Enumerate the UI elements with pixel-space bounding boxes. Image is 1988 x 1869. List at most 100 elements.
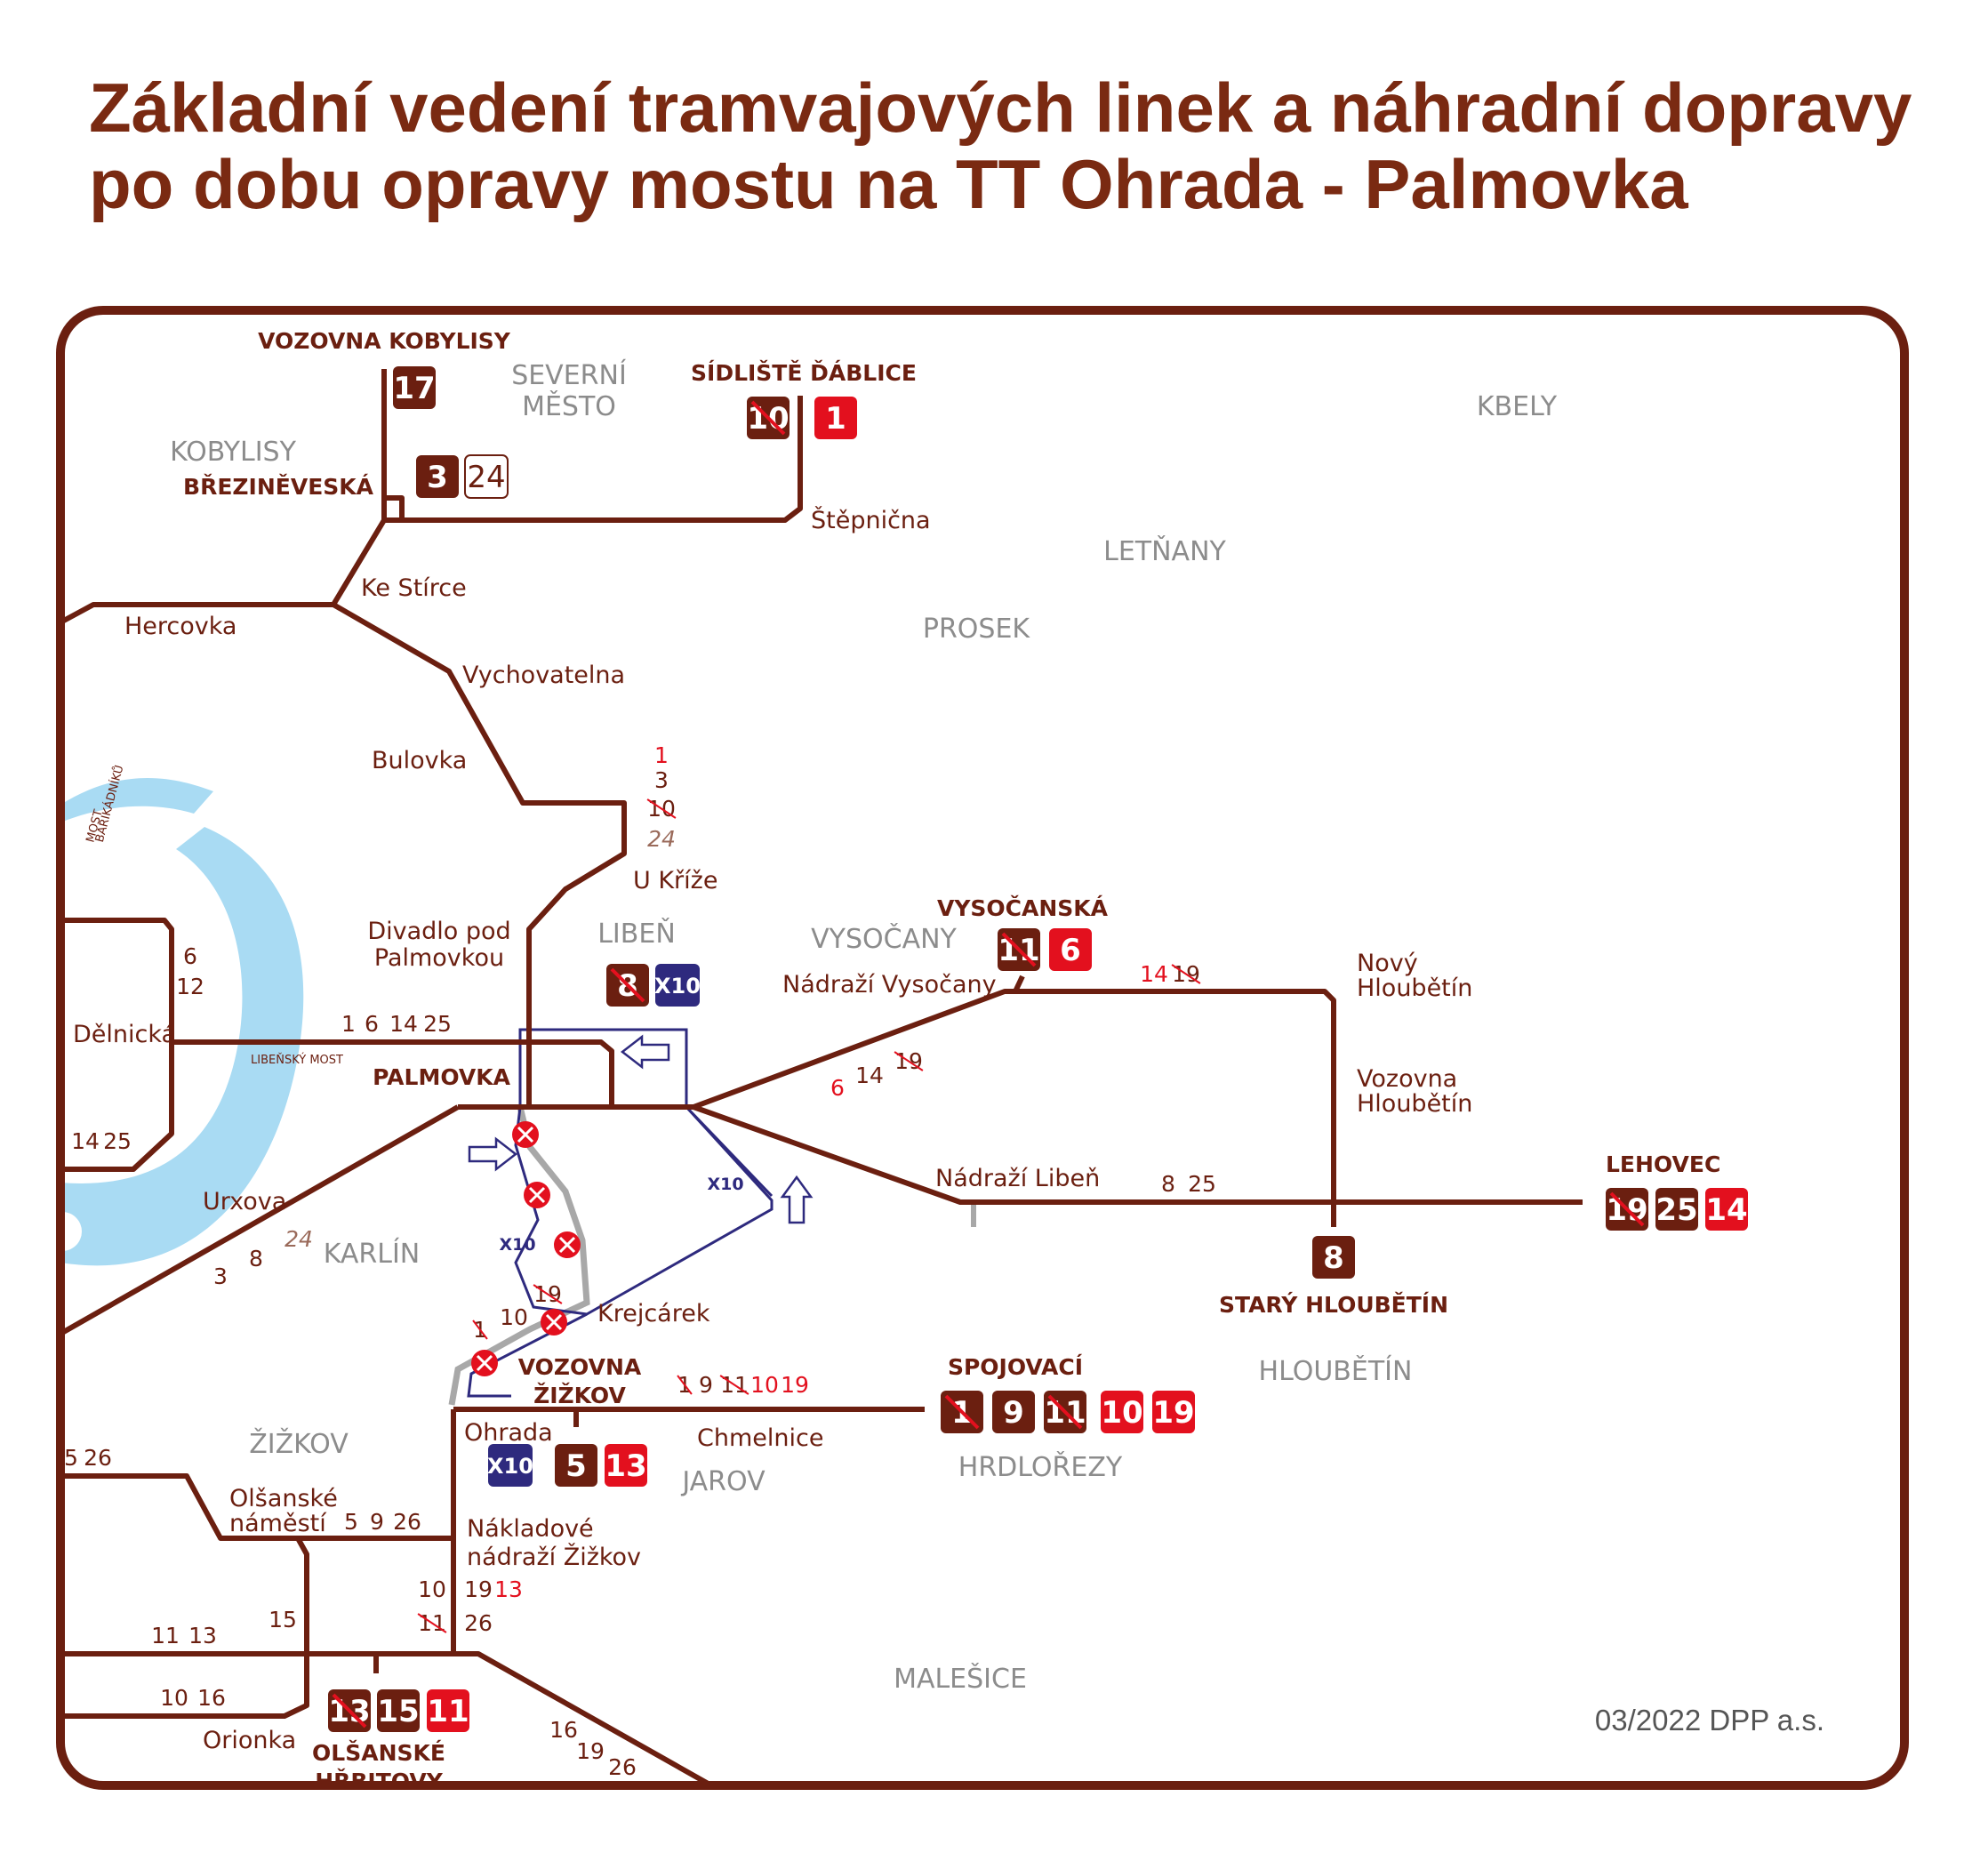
- line-badge-strike: [1001, 932, 1037, 967]
- line-badge: 13: [328, 1689, 371, 1732]
- terminal-label: OLŠANSKÉ: [312, 1739, 445, 1766]
- stop-label: Nový: [1357, 950, 1418, 977]
- line-badge-number: X10: [654, 974, 701, 999]
- stop-label: Vozovna: [1357, 1065, 1457, 1093]
- district-label: SEVERNÍ: [511, 359, 627, 391]
- stop-label: Hloubětín: [1357, 1090, 1472, 1118]
- map-frame: [56, 306, 1909, 1790]
- line-to-palmovka-north: [332, 602, 627, 1107]
- stop-label: Chmelnice: [697, 1424, 823, 1452]
- line-badge: 6: [1049, 928, 1092, 971]
- arrow-north-icon: [780, 1175, 814, 1224]
- line-badge: 8: [1312, 1236, 1355, 1279]
- direction-arrows: [468, 1034, 814, 1224]
- terminal-label: LEHOVEC: [1606, 1151, 1720, 1177]
- line-badge-number: 8: [1323, 1240, 1344, 1276]
- stop-label: Nádraží Libeň: [935, 1165, 1100, 1192]
- line-badge: 10: [1101, 1391, 1143, 1433]
- stop-label: Štěpnična: [811, 506, 931, 534]
- line-badge: X10: [487, 1444, 533, 1487]
- closure-marker-3: [554, 1231, 581, 1258]
- title-line-2: po dobu opravy mostu na TT Ohrada - Palm…: [89, 145, 1688, 223]
- stop-label: náměstí: [229, 1510, 327, 1537]
- line-badge: 5: [555, 1444, 597, 1487]
- line-badge-box: [464, 454, 509, 499]
- line-badge-box: [605, 1444, 647, 1487]
- line-libensky-most: [172, 1039, 614, 1107]
- line-badge: 19: [1152, 1391, 1195, 1433]
- line-number: 13: [188, 1623, 217, 1648]
- line-number: 16: [197, 1685, 226, 1711]
- stop-label: Palmovkou: [374, 944, 504, 972]
- line-badge-strike: [332, 1693, 367, 1729]
- stop-label: nádraží Žižkov: [467, 1543, 641, 1571]
- line-number: 6: [830, 1075, 845, 1101]
- stop-label: Bulovka: [372, 747, 467, 774]
- line-number: 25: [103, 1128, 132, 1154]
- line-number-strike: [1171, 964, 1201, 984]
- line-delnicka-loop: [60, 918, 174, 1172]
- district-label: KBELY: [1477, 391, 1558, 422]
- line-vysocany: [692, 989, 1336, 1227]
- line-badge-box: [1049, 928, 1092, 971]
- line-badge: 3: [416, 455, 459, 498]
- line-badge-box: [1705, 1188, 1748, 1231]
- line-number: 10: [750, 1372, 779, 1398]
- line-vysocanska-stub: [1013, 975, 1025, 993]
- terminal-label: ŽIŽKOV: [533, 1383, 626, 1408]
- line-badge-number: 5: [565, 1448, 587, 1484]
- credit-text: 03/2022 DPP a.s.: [1595, 1704, 1824, 1737]
- line-number-strike: [894, 1051, 924, 1071]
- line-badge-number: 15: [377, 1694, 419, 1729]
- closure-marker-4: [541, 1309, 567, 1336]
- line-badge-number: 13: [605, 1448, 646, 1484]
- river-arc-north: [60, 778, 213, 822]
- line-badge: 1: [814, 397, 857, 439]
- line-badge-box: [1312, 1236, 1355, 1279]
- line-number: 5: [64, 1445, 78, 1471]
- line-badge-box: [992, 1391, 1035, 1433]
- line-badge-box: [416, 455, 459, 498]
- line-badge: 24: [464, 454, 509, 499]
- line-badge: X10: [654, 964, 701, 1007]
- line-badge-number: 14: [1705, 1192, 1747, 1228]
- line-number: 1: [654, 742, 669, 768]
- line-badge: 11: [1044, 1391, 1086, 1433]
- line-number: 11: [151, 1623, 180, 1648]
- line-badge-box: [1101, 1391, 1143, 1433]
- map-title: Základní vedení tramvajových linek a náh…: [89, 69, 1912, 222]
- line-number: 25: [423, 1011, 452, 1037]
- stop-label: Ke Stírce: [361, 574, 467, 602]
- stop-label: Dělnická: [73, 1021, 176, 1048]
- terminal-labels: VOZOVNA KOBYLISY SÍDLIŠTĚ ĎÁBLICE BŘEZIN…: [183, 328, 1720, 1785]
- stop-label: Ohrada: [464, 1419, 553, 1447]
- line-number-strike: [472, 1320, 488, 1340]
- line-badge: 8: [606, 964, 649, 1007]
- closure-marker-1: [512, 1121, 539, 1148]
- stop-label: Hercovka: [124, 613, 236, 640]
- line-badge-strike: [1609, 1191, 1645, 1227]
- line-badge: 15: [377, 1689, 420, 1732]
- line-badge-box: [814, 397, 857, 439]
- bus-route-label: X10: [499, 1235, 535, 1255]
- line-breznevska-stub: [384, 495, 405, 520]
- district-label: HRDLOŘEZY: [958, 1451, 1123, 1483]
- arrow-west-icon: [620, 1034, 670, 1070]
- line-number-strike: [677, 1375, 693, 1395]
- line-number: 8: [1161, 1171, 1175, 1197]
- map-area: MOST BARIKÁDNÍKŮ LIBEŇSKÝ MOST SEVERNÍ M…: [60, 328, 1824, 1785]
- district-label: PROSEK: [923, 614, 1031, 645]
- line-number: 26: [393, 1509, 421, 1535]
- line-badge-number: 11: [427, 1694, 469, 1729]
- district-label: HLOUBĚTÍN: [1259, 1355, 1413, 1387]
- line-number: 14: [855, 1063, 884, 1088]
- stop-label: U Kříže: [633, 867, 717, 894]
- terminal-label: PALMOVKA: [373, 1064, 510, 1090]
- line-badge-number: 3: [427, 460, 448, 495]
- line-number: 25: [1188, 1171, 1216, 1197]
- closure-marker-2: [524, 1182, 550, 1208]
- district-label: KARLÍN: [324, 1238, 421, 1270]
- line-number-strike: [533, 1284, 563, 1304]
- line-badge-box: [393, 366, 436, 409]
